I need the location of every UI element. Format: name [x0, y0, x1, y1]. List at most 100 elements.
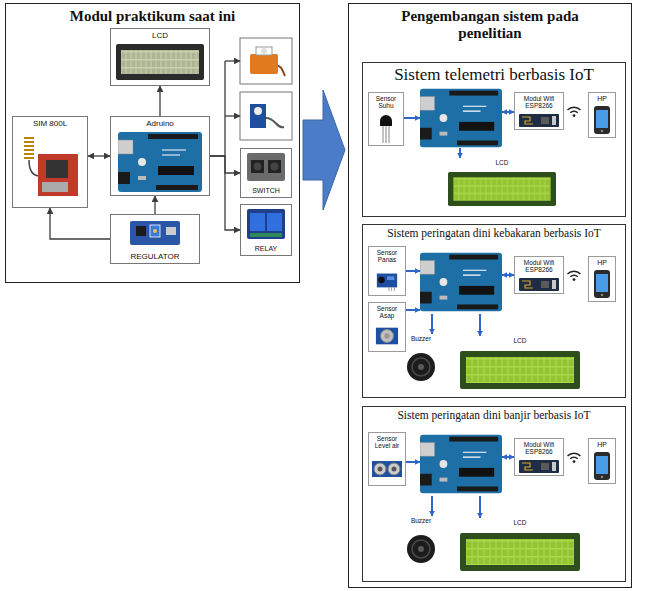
component-label: Buzzer: [411, 335, 431, 342]
module-box: Sensor Asap: [368, 302, 406, 352]
bus-arrow: [225, 60, 240, 61]
arduino-picture: [118, 132, 202, 192]
signal-arrow: [406, 270, 420, 272]
component-label: Adruino: [146, 119, 174, 128]
subsystem-box: Sistem telemetri berbasis IoT Sensor Suhu…: [362, 62, 626, 217]
panel-frame: Pengembangan sistem pada penelitianSiste…: [348, 3, 632, 588]
component-label: Sensor Asap: [370, 305, 404, 320]
component-label: SIM 800L: [33, 119, 67, 128]
module-box: HP: [588, 438, 616, 484]
wifi-symbol: [568, 453, 581, 463]
subsystem-title: Sistem peringatan dini kebakaran berbasi…: [387, 227, 601, 240]
buzzer-picture: [407, 353, 435, 381]
component-label: LCD: [152, 31, 168, 40]
module-box: HP: [588, 92, 616, 138]
signal-arrow: [404, 117, 420, 119]
arduino-picture: [420, 435, 502, 494]
component-label: HP: [597, 95, 607, 103]
connector-arrow: [88, 155, 110, 156]
temperature-sensor-picture: [380, 115, 392, 143]
module-box: Modul Wifi ESP8266: [514, 256, 564, 294]
component-label: Sensor Level air: [370, 435, 404, 450]
smoke-sensor-picture: [376, 328, 398, 345]
module-box: HP: [588, 256, 616, 302]
phone-picture: [594, 452, 610, 480]
phone-picture: [594, 106, 610, 134]
component-label: LCD: [495, 159, 508, 166]
panel-frame: Modul praktikum saat iniLCD Adruino SIM 80…: [5, 3, 300, 283]
connector-arrow: [50, 208, 110, 239]
module-box: Modul Wifi ESP8266: [514, 92, 564, 130]
sensor-picture: [250, 104, 284, 128]
component-box: SIM 800L: [12, 116, 88, 208]
signal-arrow: [406, 309, 420, 311]
component-label: HP: [597, 259, 607, 267]
wifi-symbol: [568, 107, 581, 117]
component-label: SWITCH: [252, 187, 280, 195]
component-label: RELAY: [255, 245, 277, 253]
signal-arrow: [431, 496, 433, 516]
component-box: REGULATOR: [110, 214, 200, 264]
component-label: Buzzer: [411, 517, 431, 524]
block-arrow: [303, 90, 345, 210]
phone-picture: [594, 270, 610, 298]
level-sensor-picture: [372, 461, 402, 477]
heat-sensor-picture: [377, 274, 397, 292]
lcd-picture: [116, 44, 204, 80]
arduino-picture: [420, 253, 502, 312]
bus-arrow: [225, 115, 240, 116]
lcd-picture: [460, 533, 580, 571]
component-frame: [240, 92, 292, 140]
regulator-picture: [130, 221, 180, 245]
switch-picture: [247, 153, 285, 181]
signal-arrow: [479, 314, 481, 336]
component-label: REGULATOR: [130, 252, 179, 261]
wifi-module-picture: [519, 278, 559, 291]
module-box: Sensor Suhu: [368, 92, 404, 146]
wifi-module-picture: [519, 460, 559, 473]
signal-arrow: [502, 274, 514, 276]
component-label: Sensor Panas: [370, 249, 404, 264]
output-device: LCD: [452, 518, 588, 576]
subsystem-box: Sistem peringatan dini banjir berbasis I…: [362, 406, 626, 582]
relay-picture: [247, 209, 285, 239]
output-device: LCD: [440, 158, 564, 212]
module-box: Sensor Panas: [368, 246, 406, 296]
component-box: Adruino: [110, 116, 210, 196]
output-device: Buzzer: [398, 516, 444, 574]
component-label: LCD: [513, 337, 526, 344]
signal-arrow: [431, 314, 433, 334]
signal-arrow: [502, 111, 514, 113]
subsystem-box: Sistem peringatan dini kebakaran berbasi…: [362, 224, 626, 398]
signal-arrow: [459, 148, 461, 158]
bus-line: [224, 61, 225, 156]
subsystem-title: Sistem peringatan dini banjir berbasis I…: [397, 409, 590, 422]
component-label: Sensor Suhu: [370, 95, 402, 110]
gsm-module-picture: [24, 138, 78, 196]
signal-arrow: [479, 496, 481, 518]
wifi-module-picture: [519, 114, 559, 127]
component-box: SWITCH: [240, 148, 292, 198]
connector-arrow: [154, 196, 155, 214]
panel-title: Modul praktikum saat ini: [70, 8, 235, 25]
actuator-picture: [250, 47, 285, 76]
wifi-symbol: [568, 271, 581, 281]
buzzer-picture: [407, 535, 435, 563]
component-label: Modul Wifi ESP8266: [516, 95, 562, 110]
component-frame: [240, 38, 292, 84]
connector-arrow: [210, 156, 240, 230]
component-label: Modul Wifi ESP8266: [516, 441, 562, 456]
subsystem-title: Sistem telemetri berbasis IoT: [394, 65, 594, 85]
output-device: Buzzer: [398, 334, 444, 392]
output-device: LCD: [452, 336, 588, 394]
lcd-picture: [448, 172, 556, 206]
module-box: Modul Wifi ESP8266: [514, 438, 564, 476]
connector-arrow: [159, 86, 160, 116]
signal-arrow: [406, 461, 420, 463]
lcd-picture: [460, 351, 580, 389]
signal-arrow: [502, 456, 514, 458]
component-label: Modul Wifi ESP8266: [516, 259, 562, 274]
component-label: HP: [597, 441, 607, 449]
